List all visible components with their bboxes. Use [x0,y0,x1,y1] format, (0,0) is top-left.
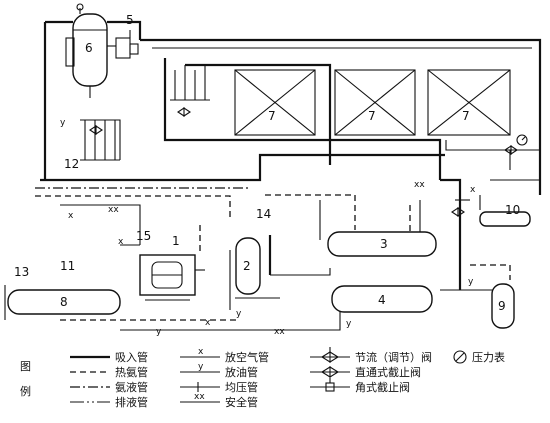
marker-y-1: y [156,327,162,337]
label-12: 12 [64,157,79,171]
label-14: 14 [256,207,271,221]
legend-liquid: 氨液管 [115,380,148,394]
vessel-2: 2 14 [235,207,271,295]
evaporator-1: 7 [234,69,316,136]
legend-safety-marker: xx [194,392,205,402]
label-5: 5 [126,13,134,27]
legend: 图 例 吸入管 热氨管 氨液管 排液管 x 放空气管 y 放油管 均压管 xx … [20,347,505,409]
marker-xx-1: xx [108,205,119,215]
label-4: 4 [378,293,386,307]
marker-xx-3: xx [274,327,285,337]
legend-air-vent: 放空气管 [225,350,269,364]
label-11: 11 [60,259,75,273]
evaporator-3: 7 [427,69,511,136]
label-9: 9 [498,299,506,313]
legend-heading-top: 图 [20,360,31,373]
label-15: 15 [136,229,151,243]
legend-pressure-gauge: 压力表 [472,350,505,364]
legend-safety: 安全管 [225,395,258,409]
valve-markers: xx x x xx x y xx y y y x y [60,106,518,337]
vessel-9: 9 [491,283,515,329]
legend-hot-gas: 热氨管 [115,365,148,379]
pressure-gauge [516,134,528,146]
compressor-1: 1 15 [136,229,205,301]
label-8: 8 [60,295,68,309]
evaporator-2: 7 [334,69,416,136]
legend-equalizer: 均压管 [225,380,258,394]
legend-oil-drain: 放油管 [225,365,258,379]
evaporator-group: 7 7 7 [234,69,511,136]
marker-y-5: y [236,309,242,319]
marker-y-2: y [346,319,352,329]
legend-oil-marker: y [198,362,204,372]
marker-x-3: x [470,185,476,195]
legend-air-marker: x [198,347,204,357]
label-7b: 7 [368,109,376,123]
marker-x-1: x [68,211,74,221]
receiver-4: 4 [331,285,433,313]
marker-y-3: y [468,277,474,287]
label-6: 6 [85,41,93,55]
marker-x-4: x [205,318,211,328]
label-13: 13 [14,265,29,279]
legend-throttle-valve: 节流（调节）阀 [355,350,432,364]
legend-straight-valve: 直通式截止阀 [355,365,421,379]
unit-10: 10 [479,203,531,227]
pipe-network: 12 [35,20,542,331]
label-3: 3 [380,237,388,251]
filter-5: 5 [107,13,139,59]
label-2: 2 [243,259,251,273]
legend-angle-valve: 角式截止阀 [355,380,410,394]
label-10: 10 [505,203,520,217]
condenser-3: 3 [327,231,437,257]
label-7c: 7 [462,109,470,123]
marker-xx-2: xx [414,180,425,190]
legend-drain: 排液管 [115,395,148,409]
marker-y-4: y [60,118,66,128]
label-7a: 7 [268,109,276,123]
vessel-8: 8 13 11 [4,259,121,320]
legend-suction: 吸入管 [115,350,148,364]
marker-x-2: x [118,237,124,247]
legend-heading-bottom: 例 [20,384,31,398]
label-1: 1 [172,234,180,248]
oil-separator-6: 6 [65,3,108,98]
